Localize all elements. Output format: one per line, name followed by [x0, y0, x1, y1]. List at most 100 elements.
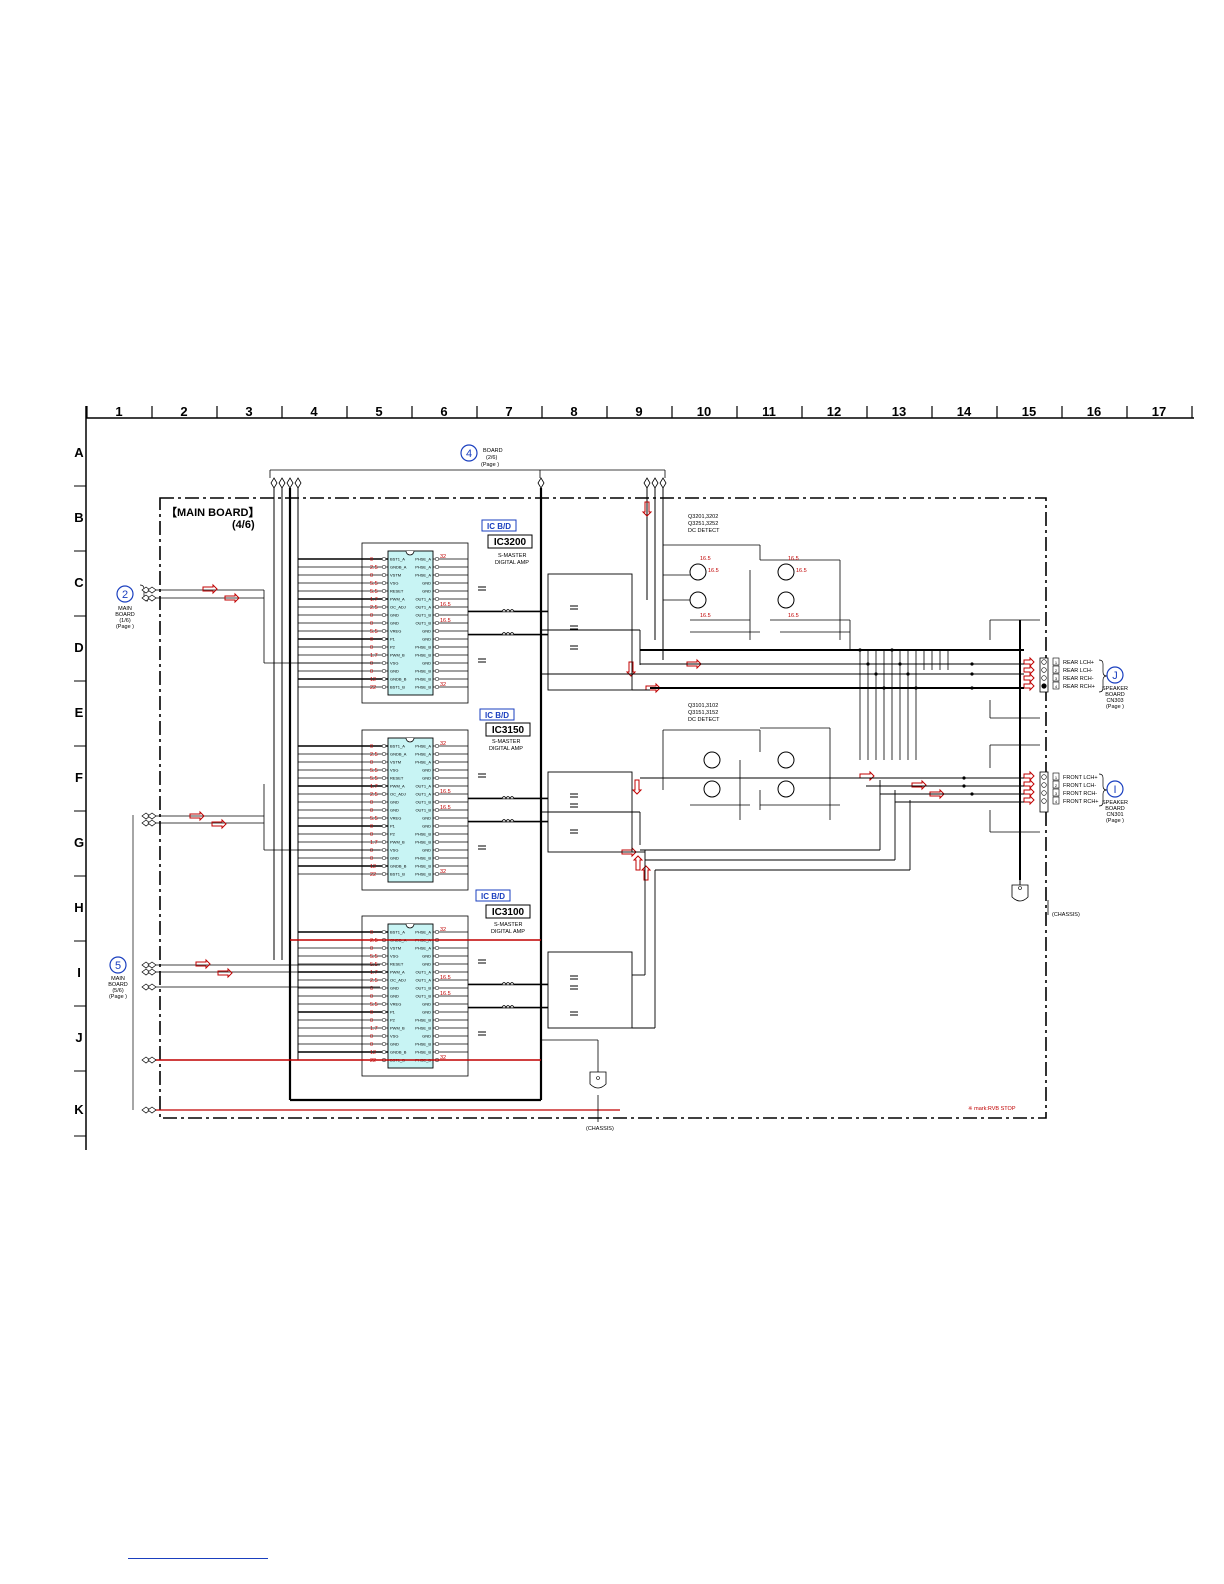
- connector-J-line3: CN303: [1106, 698, 1123, 704]
- connector-5-number: 5: [115, 960, 121, 972]
- ic-pin: [381, 588, 387, 594]
- connector-4: 4 BOARD (2/6) (Page ): [460, 444, 503, 468]
- connector-2-line3: (1/6): [119, 618, 130, 624]
- ic-pin: [434, 969, 440, 975]
- ic-pin-label: GND: [422, 1002, 431, 1007]
- ic-pin: [381, 961, 387, 967]
- ic-pin-label: GND: [390, 994, 399, 999]
- ic-3200-notch: [405, 550, 415, 556]
- ic-pin-label: GND: [422, 661, 431, 666]
- ic-pin-voltage: 16.5: [440, 975, 451, 981]
- row-label: J: [75, 1030, 82, 1045]
- ic-pin: [434, 929, 440, 935]
- ic-pin: [381, 953, 387, 959]
- ic-pin: [434, 751, 440, 757]
- voltage-label: 16.5: [700, 613, 711, 619]
- board-title: 【MAIN BOARD】: [166, 506, 260, 519]
- rear-rch-minus: REAR RCH-: [1063, 676, 1094, 682]
- output-bus: [541, 619, 1040, 880]
- ic-pin-label: PWM_B: [390, 1026, 405, 1031]
- ic-pin: [434, 684, 440, 690]
- ic-pin-label: GNDB_B: [390, 864, 407, 869]
- ic-3200-badge: IC B/D: [487, 522, 511, 531]
- top-connector-pins: [270, 477, 667, 489]
- ic-pin: [434, 985, 440, 991]
- connector-I-line1: SPEAKER: [1102, 800, 1128, 806]
- transistor-icon: [689, 591, 707, 609]
- chassis-ground-bottom: (CHASSIS): [541, 1039, 614, 1132]
- ic-pin-label: OC_ADJ: [390, 792, 406, 797]
- footer-rule: [128, 1558, 268, 1559]
- ic-pin-voltage: 1.7: [370, 1026, 378, 1032]
- ic-pin-voltage: 32: [440, 682, 446, 688]
- ic-pin-label: OC_ADJ: [390, 978, 406, 983]
- ic-pin-label: PHSE_B: [415, 840, 431, 845]
- ic-3150-badge-box: [479, 708, 515, 721]
- ic-pin: [434, 1033, 440, 1039]
- ic-pin: [381, 620, 387, 626]
- chassis-label-bottom: (CHASSIS): [586, 1126, 614, 1132]
- ic-3100-badge-box: [475, 889, 511, 902]
- ic-pin-label: VSG: [390, 768, 398, 773]
- row-label: I: [77, 965, 81, 980]
- ic-pin-label: RESET: [390, 776, 404, 781]
- ic-pin-label: GND: [390, 1042, 399, 1047]
- col-label: 5: [375, 404, 382, 419]
- ic-3100-name-box: [485, 904, 531, 919]
- ic-pin-label: PHSE_B: [415, 856, 431, 861]
- ic-pin-voltage: 0: [370, 760, 373, 766]
- ic-pin-voltage: 0: [370, 1018, 373, 1024]
- ic-pin-label: VSG: [390, 848, 398, 853]
- ic-pin: [381, 775, 387, 781]
- ic-pin-label: PHSE_A: [415, 573, 431, 578]
- rear-pin-4: 4: [1055, 684, 1058, 689]
- ic-3200-name: IC3200: [494, 537, 527, 548]
- row-label: C: [74, 575, 84, 590]
- ic-pin-label: PHSE_A: [415, 760, 431, 765]
- ic-pin-label: GND: [390, 986, 399, 991]
- ic-pin: [434, 556, 440, 562]
- ic-pin: [381, 1041, 387, 1047]
- ic-pin-label: OUT1_A: [415, 597, 431, 602]
- signal-arrows: [189, 501, 1035, 979]
- ic-pin-label: GND: [422, 1034, 431, 1039]
- connector-J-letter: J: [1112, 670, 1118, 682]
- ic-pin: [381, 572, 387, 578]
- row-label: A: [74, 445, 84, 460]
- connector-I-line3: CN301: [1106, 812, 1123, 818]
- connector-2-line2: BOARD: [115, 612, 135, 618]
- ic-pin: [434, 668, 440, 674]
- ic-pin-label: PWM_A: [390, 784, 405, 789]
- dc-detect-lower-line2: Q3151,3152: [688, 710, 718, 716]
- ic-pin-voltage: 0: [370, 808, 373, 814]
- ic-pin: [434, 1025, 440, 1031]
- ic-pin-label: PHSE_A: [415, 565, 431, 570]
- col-label: 1: [115, 404, 122, 419]
- ic-pin-label: BST1_B: [390, 685, 405, 690]
- ic-pin-label: OUT1_A: [415, 792, 431, 797]
- chassis-ground-right: (CHASSIS): [1011, 880, 1080, 918]
- ic-pin-label: OUT1_B: [415, 613, 431, 618]
- row-label: E: [75, 705, 84, 720]
- ic-pin-label: GND: [422, 954, 431, 959]
- connector-5-circle: [109, 956, 127, 974]
- rvb-stop-note: ※ mark:RVB STOP: [968, 1105, 1016, 1112]
- ic-pin: [434, 676, 440, 682]
- inductor-icon: [501, 1005, 515, 1009]
- row-label: H: [74, 900, 83, 915]
- ic-pin-label: PHSE_B: [415, 1042, 431, 1047]
- front-speaker-connector: 1 2 3 4 FRONT LCH+ FRONT LCH- FRONT RCH-…: [1039, 771, 1108, 813]
- ic-pin: [434, 572, 440, 578]
- ic-pin-label: PHSE_B: [415, 677, 431, 682]
- connector-J-circle: [1106, 666, 1124, 684]
- ic-pin: [434, 977, 440, 983]
- ic-3100-name: IC3100: [492, 907, 525, 918]
- ic-pin-label: PHSE_A: [415, 752, 431, 757]
- ic-pin: [434, 855, 440, 861]
- rear-pin-2: 2: [1055, 668, 1058, 673]
- row-labels: A B C D E F G H I J K: [74, 445, 84, 1117]
- ic-pin-voltage: 32: [440, 1055, 446, 1061]
- ic-pin-voltage: 1.7: [370, 970, 378, 976]
- ic-pin-label: OUT1_B: [415, 621, 431, 626]
- ic-pin: [434, 660, 440, 666]
